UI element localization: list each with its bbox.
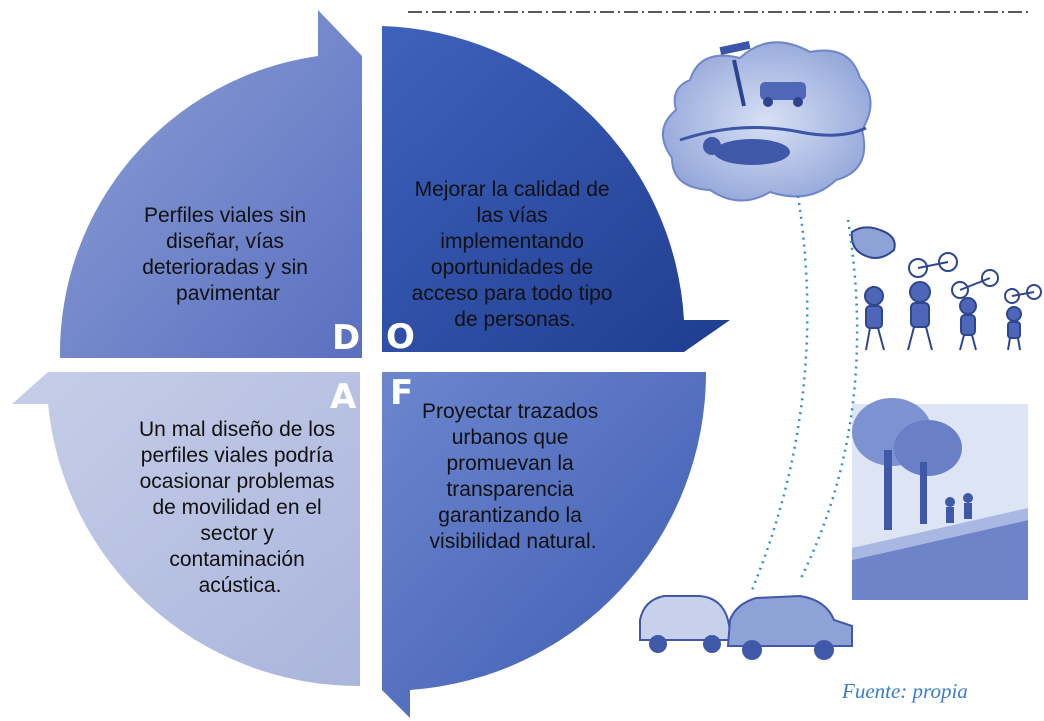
quadrant-o-text: Mejorar la calidad de las vías implement… — [412, 178, 619, 331]
damaged-road-illustration — [662, 40, 872, 202]
quadrant-f-text: Proyectar trazados urbanos que promuevan… — [422, 400, 604, 553]
dotted-connector-2 — [798, 219, 859, 581]
dotted-connector-1 — [750, 195, 809, 591]
source-caption: Fuente: propia — [841, 679, 968, 703]
pedestrians-cyclists-illustration — [850, 226, 1042, 351]
car-collision-illustration — [639, 594, 853, 660]
quadrant-d: Perfiles viales sin diseñar, vías deteri… — [59, 10, 363, 358]
quadrant-d-text: Perfiles viales sin diseñar, vías deteri… — [142, 204, 314, 305]
quadrant-f: Proyectar trazados urbanos que promuevan… — [382, 372, 707, 718]
quadrant-a-text: Un mal diseño de los perfiles viales pod… — [139, 418, 341, 597]
quadrant-a: Un mal diseño de los perfiles viales pod… — [12, 372, 360, 687]
quadrant-f-letter: F — [390, 373, 413, 413]
quadrant-o: Mejorar la calidad de las vías implement… — [382, 26, 730, 357]
quadrant-a-letter: A — [330, 377, 357, 417]
tree-lined-street-illustration — [852, 398, 1028, 600]
quadrant-o-letter: O — [386, 317, 415, 357]
quadrant-d-letter: D — [332, 318, 360, 358]
